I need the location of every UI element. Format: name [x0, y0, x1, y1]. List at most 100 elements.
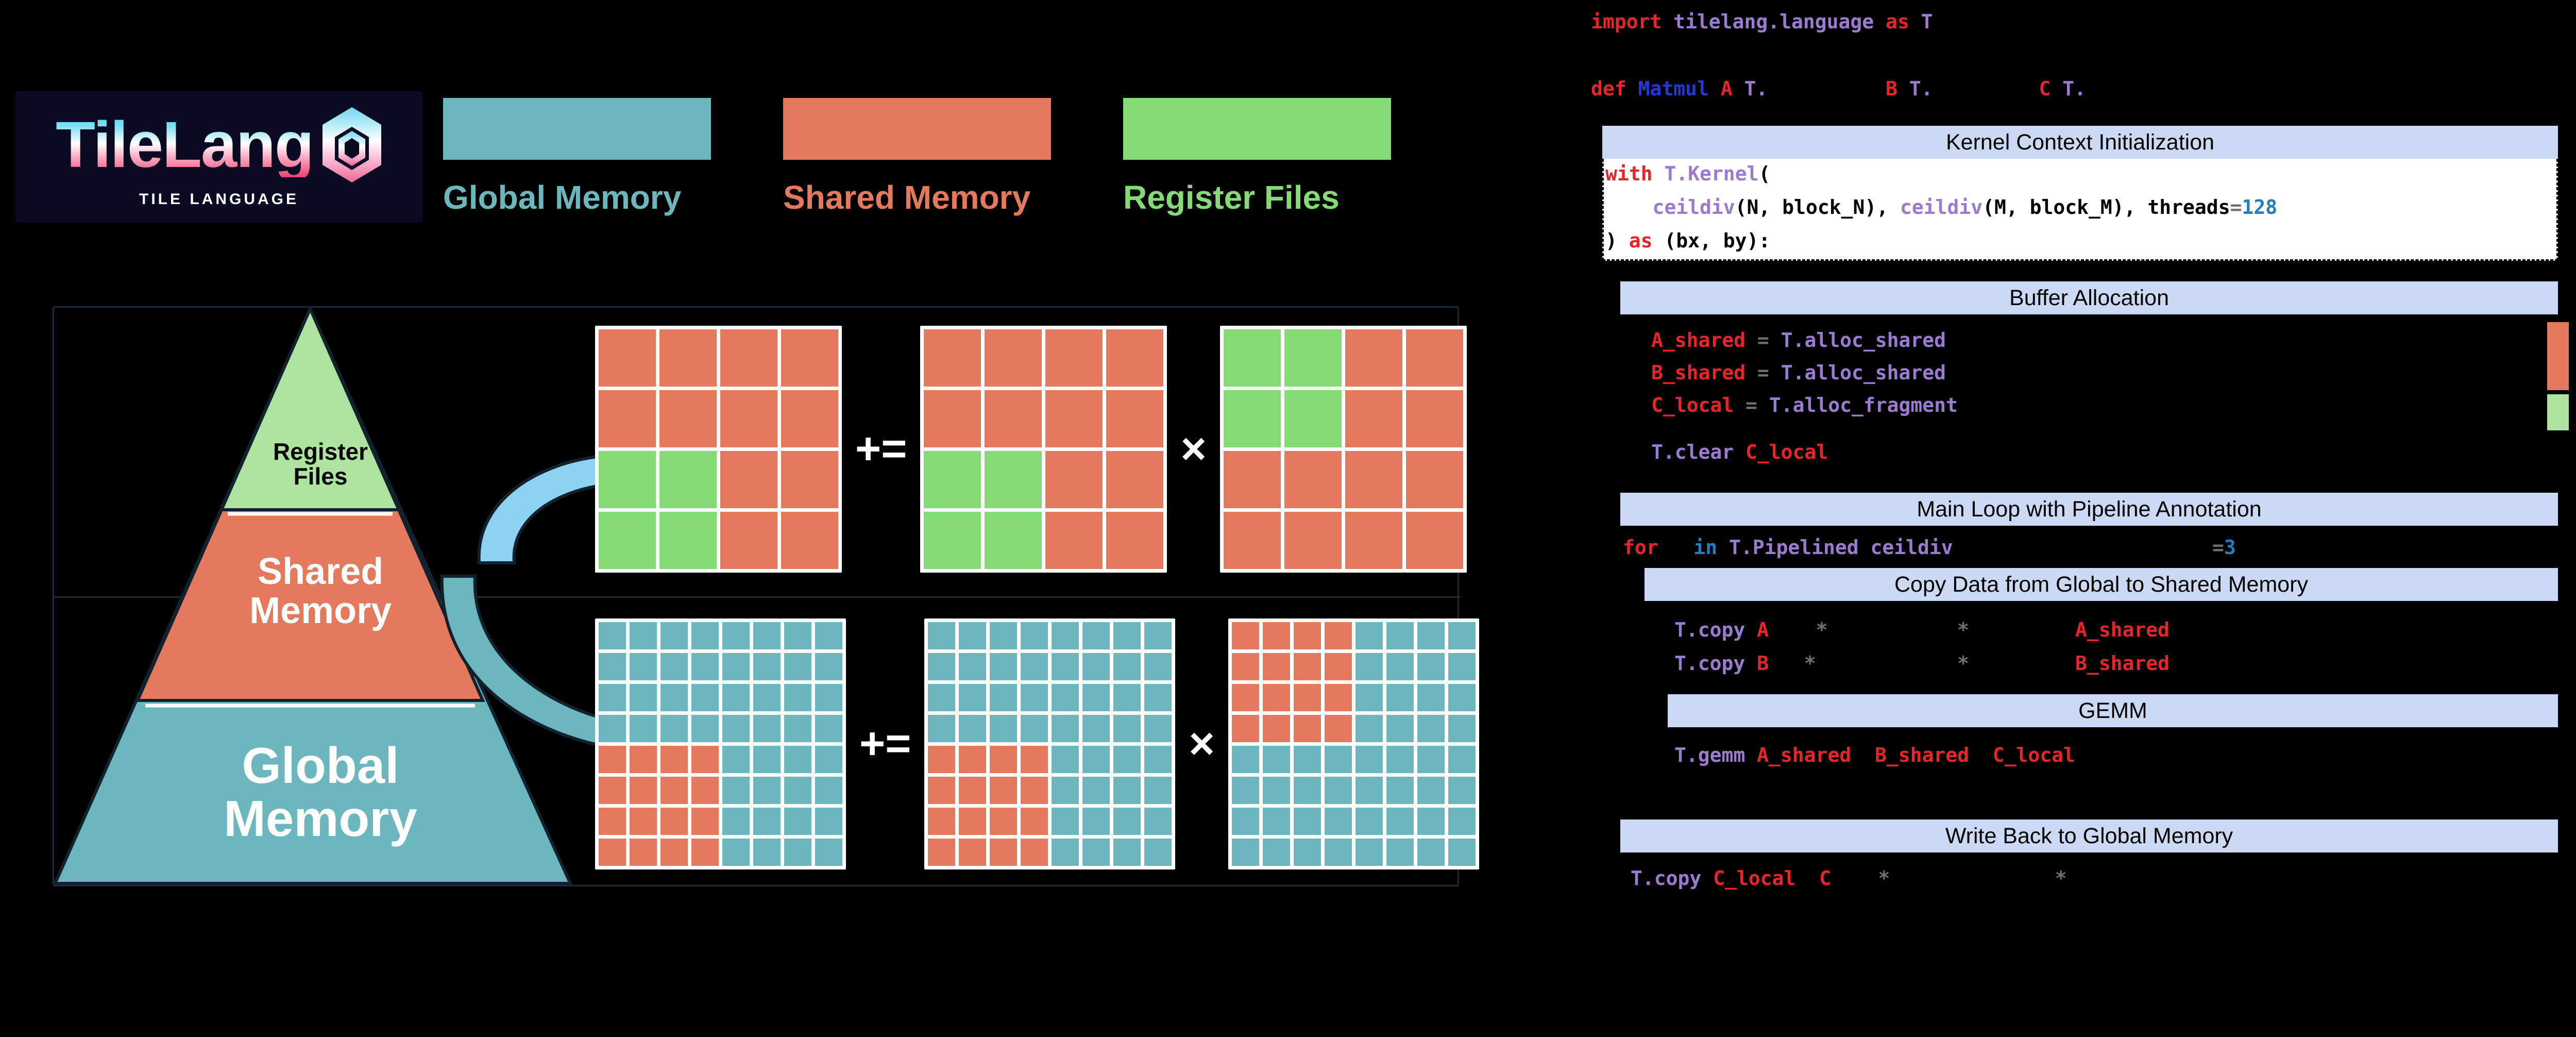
- matrix-cell: [781, 512, 838, 569]
- matrix-cell: [1448, 746, 1476, 773]
- kernel-context-code-box: [1602, 159, 2558, 261]
- code-line-as-bx-by: ) as (bx, by):: [1605, 229, 1770, 252]
- matrix-cell: [1417, 622, 1445, 649]
- matrix-cell: [630, 808, 657, 835]
- matrix-cell: [1345, 329, 1402, 387]
- matrix-cell: [1106, 512, 1164, 569]
- matrix-cell: [1113, 839, 1141, 866]
- matrix-cell: [722, 653, 750, 680]
- matrix-cell: [1355, 777, 1383, 804]
- matrix-cell: [722, 746, 750, 773]
- matrix-cell: [1293, 622, 1321, 649]
- matrix-cell: [784, 777, 811, 804]
- code-token: [1733, 77, 1744, 100]
- matrix-cell: [660, 808, 688, 835]
- matrix-cell: [1405, 329, 1463, 387]
- matrix-cell: [1448, 808, 1476, 835]
- matrix-cell: [990, 715, 1018, 742]
- matrix-cell: [1231, 622, 1259, 649]
- code-token: T.Kernel: [1664, 162, 1759, 185]
- code-token: for: [1623, 536, 1658, 559]
- matrix-cell: [599, 329, 656, 387]
- matrix-cell: [1144, 684, 1172, 711]
- matrix-cell: [1293, 839, 1321, 866]
- matrix-cell: [784, 715, 811, 742]
- code-token: import: [1591, 10, 1662, 33]
- matrix-c-global-result: [924, 618, 1176, 869]
- matrix-cell: [1223, 329, 1281, 387]
- matrix-cell: [1106, 329, 1164, 387]
- matrix-cell: [722, 684, 750, 711]
- legend-label-shared-memory: Shared Memory: [783, 179, 1031, 216]
- matrix-cell: [784, 684, 811, 711]
- matrix-c-local-accumulator: [595, 326, 842, 573]
- matrix-cell: [1113, 777, 1141, 804]
- matrix-cell: [990, 839, 1018, 866]
- matrix-cell: [1021, 777, 1048, 804]
- matrix-cell: [1417, 839, 1445, 866]
- section-header-copy-data: Copy Data from Global to Shared Memory: [1645, 568, 2558, 601]
- code-token: [1969, 744, 1993, 766]
- matrix-cell: [1113, 622, 1141, 649]
- code-token: [1653, 162, 1665, 185]
- logo-subtitle: TILE LANGUAGE: [139, 190, 299, 208]
- code-line-copy-b: T.copy B * * B_shared: [1674, 652, 2170, 675]
- code-token: *: [2055, 867, 2067, 890]
- left-diagram-panel: TileLang: [15, 91, 1479, 887]
- matrix-cell: [1293, 715, 1321, 742]
- code-token: A: [1757, 618, 1769, 641]
- operator-accumulate-top: +=: [855, 424, 907, 474]
- code-line-t-clear-c-local: T.clear C_local: [1651, 441, 1828, 463]
- matrix-cell: [1231, 715, 1259, 742]
- matrix-cell: [928, 684, 956, 711]
- matrix-cell: [599, 715, 626, 742]
- section-header-write-back: Write Back to Global Memory: [1620, 819, 2558, 852]
- matrix-cell: [985, 451, 1042, 508]
- matrix-cell: [985, 512, 1042, 569]
- matrix-cell: [660, 777, 688, 804]
- matrix-cell: [1262, 808, 1290, 835]
- code-token: C: [2039, 77, 2051, 100]
- matrix-cell: [815, 746, 842, 773]
- matrix-cell: [1231, 746, 1259, 773]
- matrix-cell: [1417, 746, 1445, 773]
- matrix-cell: [1262, 746, 1290, 773]
- code-token: T.alloc_shared: [1781, 329, 1946, 352]
- code-line-gemm: T.gemm A_shared B_shared C_local: [1674, 744, 2075, 766]
- code-token: [1734, 394, 1745, 416]
- matrix-cell: [599, 622, 626, 649]
- matrix-cell: [1417, 777, 1445, 804]
- code-token: [1745, 329, 1757, 352]
- matrix-cell: [1262, 684, 1290, 711]
- matrix-cell: [1355, 622, 1383, 649]
- code-token: (bx, by):: [1652, 229, 1771, 252]
- matrix-cell: [959, 746, 987, 773]
- matrix-cell: [691, 715, 719, 742]
- code-token: as: [1886, 10, 1909, 33]
- legend-item-shared-memory: Shared Memory: [783, 98, 1051, 216]
- matrix-cell: [753, 684, 781, 711]
- code-token: B_shared: [1874, 744, 1969, 766]
- code-token: C_local: [1992, 744, 2075, 766]
- matrix-cell: [599, 746, 626, 773]
- matrix-cell: [599, 777, 626, 804]
- matrix-cell: [691, 653, 719, 680]
- matrix-cell: [1021, 746, 1048, 773]
- matrix-cell: [1082, 715, 1110, 742]
- matrix-cell: [1324, 839, 1352, 866]
- pyramid-label-global-memory: Global Memory: [224, 737, 417, 847]
- matrix-cell: [1052, 715, 1079, 742]
- matrix-cell: [928, 777, 956, 804]
- matrix-cell: [660, 622, 688, 649]
- section-header-kernel-context-initialization: Kernel Context Initialization: [1602, 126, 2558, 159]
- matrix-cell: [722, 808, 750, 835]
- code-token: 128: [2242, 196, 2278, 219]
- code-token: [1851, 744, 1875, 766]
- code-token: T.clear: [1651, 441, 1734, 463]
- matrix-cell: [1223, 451, 1281, 508]
- matrix-cell: [1045, 451, 1103, 508]
- code-line-copy-c-local: T.copy C_local C * *: [1631, 867, 2067, 890]
- matrix-cell: [1231, 653, 1259, 680]
- code-panel: import tilelang.language as T def Matmul…: [1525, 0, 2576, 1037]
- matrix-cell: [1324, 746, 1352, 773]
